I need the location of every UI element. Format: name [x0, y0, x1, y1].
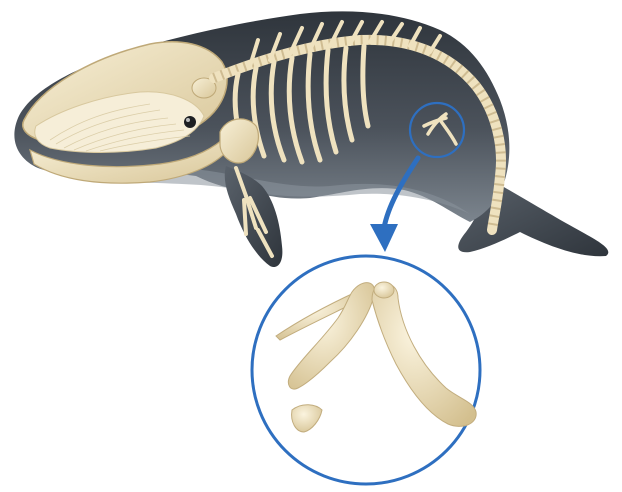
eye	[184, 116, 196, 128]
callout-arrowhead	[370, 224, 398, 252]
